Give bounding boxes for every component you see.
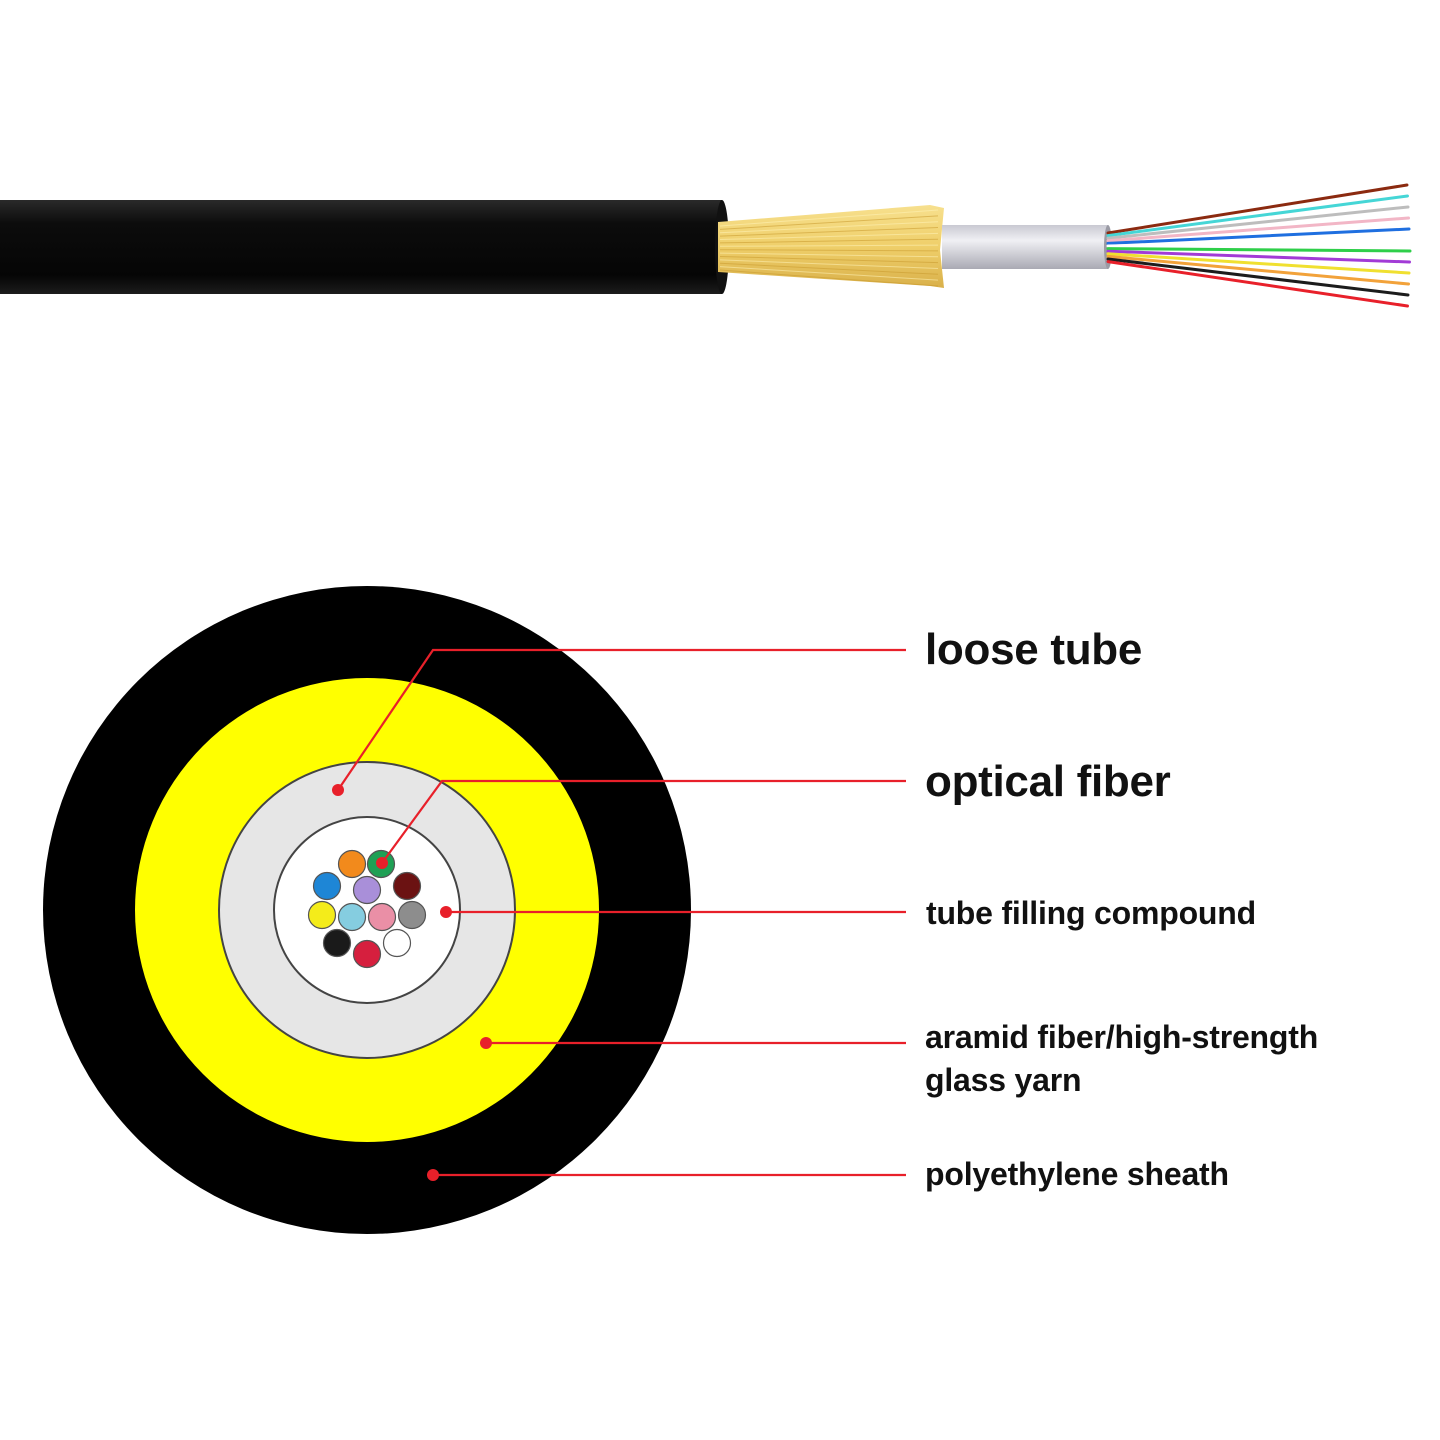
optical-fiber-dot [307,900,337,930]
fiber-strand [1106,227,1411,245]
yarn-fiber-line [719,252,939,258]
optical-fiber-dot [322,928,352,958]
yarn-fiber-line [719,232,939,241]
label-optical-fiber: optical fiber [925,757,1171,806]
optical-fiber-dot [337,849,367,879]
optical-fiber-dot [352,875,382,905]
tube-interior [273,816,461,1004]
yarn-fiber-line [719,238,939,244]
fiber-strand [1106,254,1410,286]
yarn-fiber-line [719,221,939,234]
optical-fiber-dot [367,902,397,932]
fiber-strand [1106,252,1411,275]
yarn-fiber-line [719,269,939,287]
fiber-strand [1106,183,1409,235]
label-loose-tube: loose tube [925,625,1143,674]
optical-fiber-dot [337,902,367,932]
yarn-fiber-line [719,262,939,275]
fiber-strands [1106,183,1412,308]
pointer-dot-tube-filling [440,906,452,918]
optical-fiber-dot [382,928,412,958]
yarn-fiber-line [719,255,939,264]
fiber-strand [1106,260,1409,308]
yarn-fiber-line [719,266,939,281]
yarn-fiber-line [719,244,939,247]
fiber-strand [1106,194,1409,238]
fiber-strand [1106,249,1411,264]
leader-line-optical-fiber [381,779,906,864]
pointer-dot-aramid [480,1037,492,1049]
loose-tube-side [942,225,1108,269]
label-tube-filling-compound: tube filling compound [926,895,1256,931]
label-polyethylene-sheath: polyethylene sheath [925,1156,1229,1192]
leader-lines [337,648,906,1177]
yarn-fiber-line [719,249,939,252]
pointer-dot-optical-fiber [376,857,388,869]
label-aramid-line-2: glass yarn [925,1062,1082,1098]
optical-fiber-dot [312,871,342,901]
optical-fiber-dot [352,939,382,969]
optical-fiber-dot [397,900,427,930]
leader-line-loose-tube [337,648,906,791]
leader-dots [332,784,492,1181]
fiber-strand [1106,247,1412,253]
yarn-fiber-line [719,227,939,237]
cable-side-view [0,183,1412,308]
outer-jacket [0,200,722,294]
pointer-dot-sheath [427,1169,439,1181]
cable-cross-section [43,586,691,1234]
optical-fiber-dot [392,871,422,901]
fiber-strand [1106,238,1411,248]
optical-fiber-bundle [307,849,427,969]
label-aramid-line-1: aramid fiber/high-strength [925,1019,1319,1055]
aramid-yarn-strands [719,209,939,287]
yarn-fiber-line [719,215,939,230]
label-aramid-fiber: aramid fiber/high-strength glass yarn [925,1016,1318,1102]
yarn-fiber-line [719,209,939,227]
pointer-dot-loose-tube [332,784,344,796]
fiber-strand [1106,205,1410,240]
fiber-strand [1106,257,1410,297]
fiber-strand [1106,216,1410,243]
yarn-fiber-line [719,259,939,269]
